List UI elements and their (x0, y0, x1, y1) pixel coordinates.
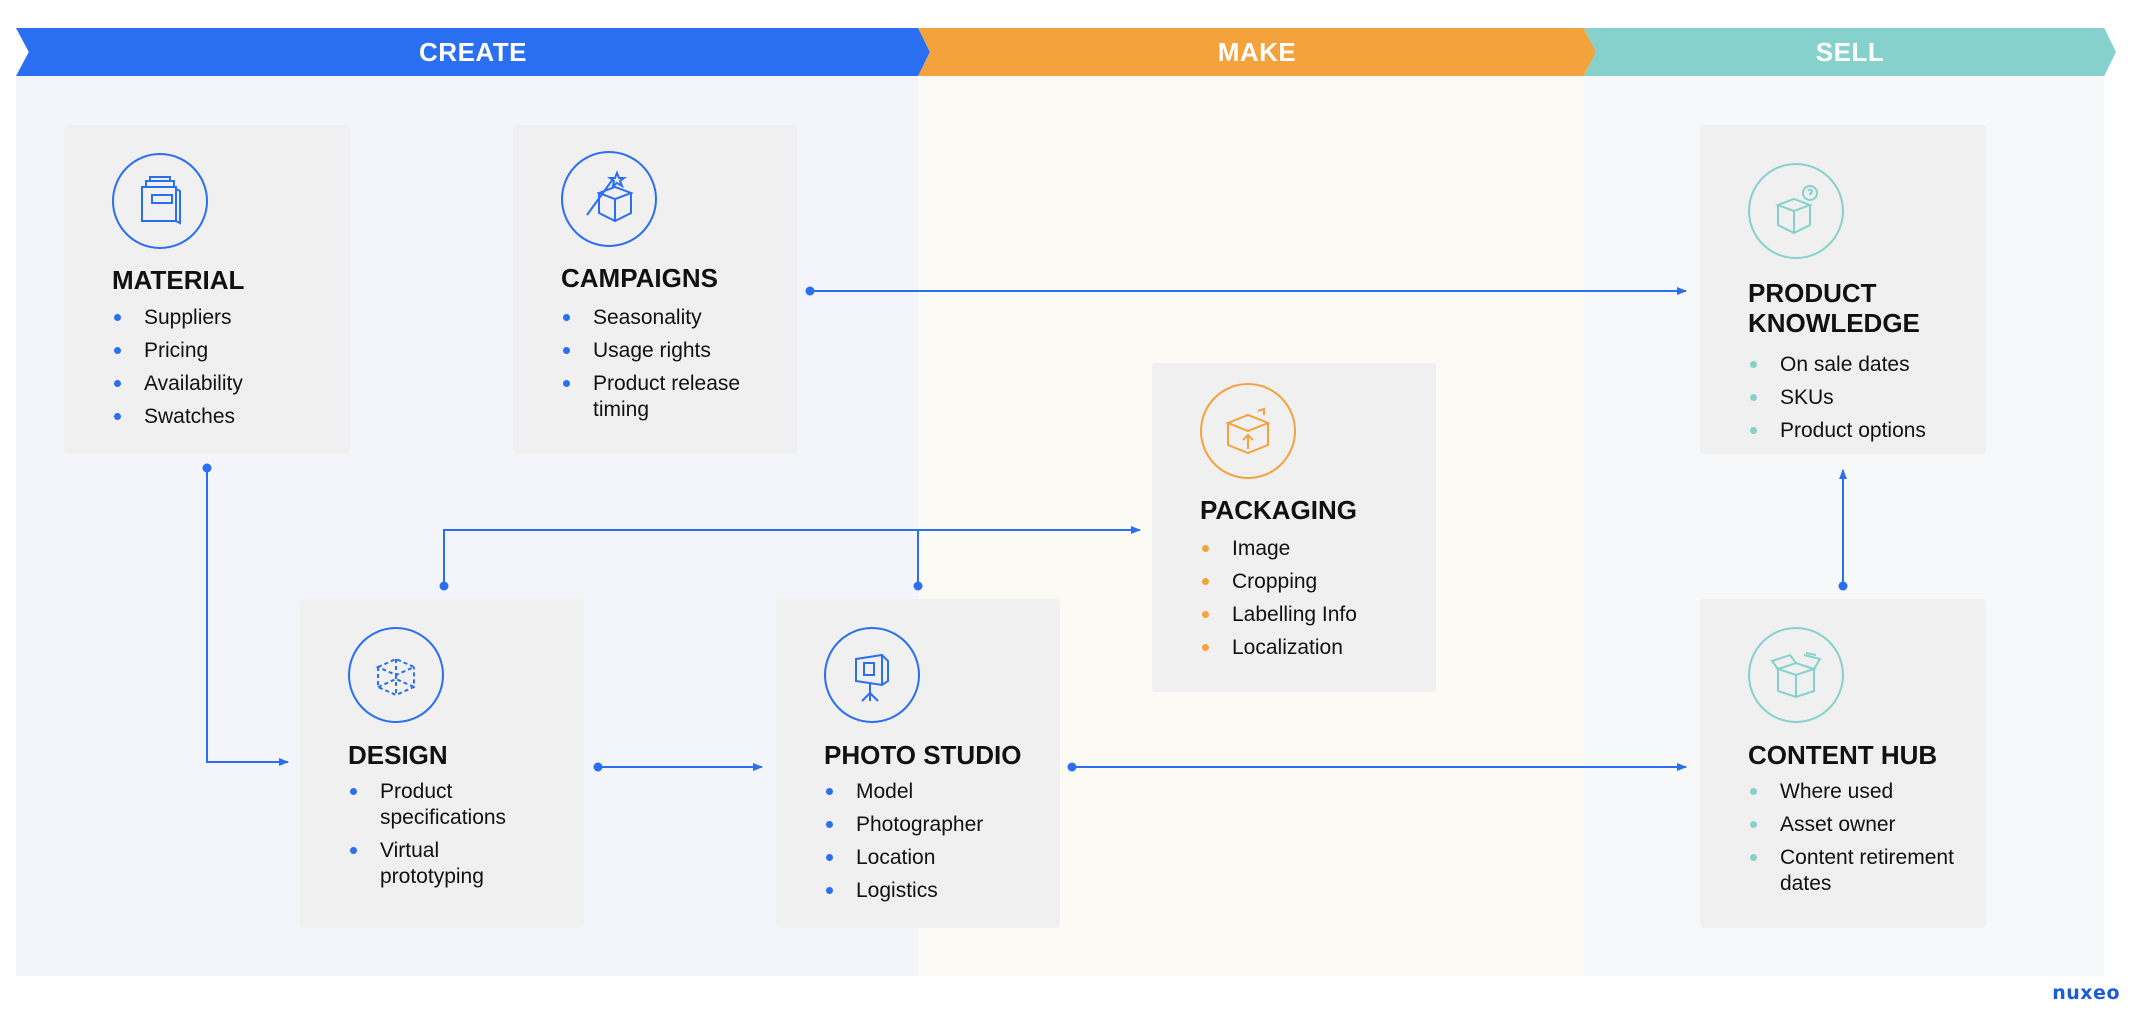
list-item: Localization (1200, 635, 1357, 661)
list-item: Photographer (824, 812, 983, 838)
list-item: Product options (1748, 418, 1926, 444)
connector-dot-design-right (593, 762, 603, 772)
list-item: Image (1200, 536, 1357, 562)
list-item: Virtual prototyping (348, 838, 548, 890)
content-hub-title: CONTENT HUB (1748, 740, 1938, 770)
photo-studio-title: PHOTO STUDIO (824, 740, 1022, 770)
material-list: Suppliers Pricing Availability Swatches (112, 305, 243, 437)
product-knowledge-card: PRODUCT KNOWLEDGE On sale dates SKUs Pro… (1700, 125, 1986, 454)
list-item: Content retirement dates (1748, 845, 1968, 897)
connector-dot-material (202, 463, 212, 473)
list-item: Location (824, 845, 983, 871)
sell-phase-label: SELL (1815, 36, 1885, 67)
list-item: Asset owner (1748, 812, 1968, 838)
campaigns-list: Seasonality Usage rights Product release… (561, 305, 781, 430)
list-item: Usage rights (561, 338, 781, 364)
list-item: On sale dates (1748, 352, 1926, 378)
connector-design-to-packaging (443, 526, 1141, 586)
connector-dot-photo-studio-right (1067, 762, 1077, 772)
list-item: Logistics (824, 878, 983, 904)
design-title: DESIGN (348, 740, 448, 770)
nuxeo-logo: nuxeo (2052, 982, 2120, 1004)
material-card: MATERIAL Suppliers Pricing Availability … (64, 125, 350, 454)
product-knowledge-title: PRODUCT KNOWLEDGE (1748, 278, 1920, 338)
list-item: Cropping (1200, 569, 1357, 595)
make-phase-label: MAKE (1217, 36, 1297, 67)
list-item: Availability (112, 371, 243, 397)
list-item: Swatches (112, 404, 243, 430)
box-archive-icon (112, 153, 208, 249)
design-list: Product specifications Virtual prototypi… (348, 779, 548, 897)
list-item: Pricing (112, 338, 243, 364)
connector-dot-design-top (439, 581, 449, 591)
campaigns-card: CAMPAIGNS Seasonality Usage rights Produ… (513, 125, 797, 454)
packaging-card: PACKAGING Image Cropping Labelling Info … (1152, 363, 1436, 692)
connector-dot-content-hub-top (1838, 581, 1848, 591)
box-magic-wand-icon (561, 151, 657, 247)
connector-material-to-design (206, 468, 289, 766)
list-item: Labelling Info (1200, 602, 1357, 628)
packaging-title: PACKAGING (1200, 495, 1357, 525)
campaigns-title: CAMPAIGNS (561, 263, 718, 293)
list-item: Product specifications (348, 779, 548, 831)
wireframe-cube-icon (348, 627, 444, 723)
photo-studio-list: Model Photographer Location Logistics (824, 779, 983, 911)
list-item: Seasonality (561, 305, 781, 331)
list-item: Suppliers (112, 305, 243, 331)
content-hub-card: CONTENT HUB Where used Asset owner Conte… (1700, 599, 1986, 928)
list-item: Where used (1748, 779, 1968, 805)
packaging-list: Image Cropping Labelling Info Localizati… (1200, 536, 1357, 668)
studio-light-icon (824, 627, 920, 723)
list-item: Model (824, 779, 983, 805)
create-phase-label: CREATE (419, 36, 527, 67)
sell-phase-banner: SELL (1584, 28, 2116, 76)
connector-dot-photo-studio-top (913, 581, 923, 591)
material-title: MATERIAL (112, 265, 245, 295)
product-knowledge-list: On sale dates SKUs Product options (1748, 352, 1926, 451)
connector-dot-campaigns (805, 286, 815, 296)
box-upload-icon (1200, 383, 1296, 479)
box-question-icon (1748, 163, 1844, 259)
content-hub-list: Where used Asset owner Content retiremen… (1748, 779, 1968, 904)
create-phase-banner: CREATE (16, 28, 930, 76)
list-item: SKUs (1748, 385, 1926, 411)
design-card: DESIGN Product specifications Virtual pr… (300, 599, 584, 928)
photo-studio-card: PHOTO STUDIO Model Photographer Location… (776, 599, 1060, 928)
open-box-icon (1748, 627, 1844, 723)
make-phase-banner: MAKE (918, 28, 1596, 76)
list-item: Product release timing (561, 371, 781, 423)
